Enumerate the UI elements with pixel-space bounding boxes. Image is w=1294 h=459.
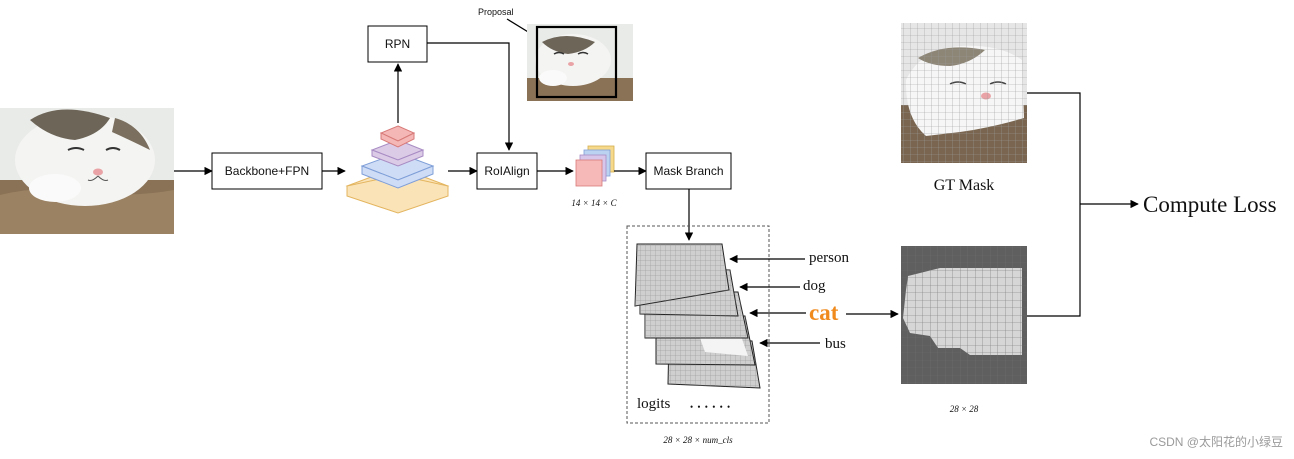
proposal-label: Proposal xyxy=(478,7,514,17)
gt-mask-label: GT Mask xyxy=(934,177,995,194)
compute-loss-label: Compute Loss xyxy=(1143,192,1277,217)
rpn-box: RPN xyxy=(367,25,428,63)
logits-label: logits xyxy=(637,396,671,412)
feature-size-label: 14 × 14 × C xyxy=(571,198,617,208)
class-label-cat: cat xyxy=(809,300,839,325)
roialign-label: RoIAlign xyxy=(484,164,529,178)
logits-container xyxy=(626,225,770,424)
backbone-fpn-box: Backbone+FPN xyxy=(211,152,323,190)
mask-branch-label: Mask Branch xyxy=(653,164,723,178)
watermark: CSDN @太阳花的小绿豆 xyxy=(1149,434,1283,449)
feature-pyramid xyxy=(345,125,450,214)
loss-merge-line xyxy=(1027,92,1081,317)
roi-feature-stack xyxy=(575,145,615,187)
class-label-person: person xyxy=(809,250,849,266)
input-image xyxy=(0,108,174,234)
class-label-dog: dog xyxy=(803,278,826,294)
pred-size-label: 28 × 28 xyxy=(950,404,979,414)
gt-mask-image xyxy=(901,23,1027,163)
mask-logit-planes xyxy=(634,243,761,389)
roialign-box: RoIAlign xyxy=(476,152,538,190)
rpn-label: RPN xyxy=(385,37,410,51)
backbone-label: Backbone+FPN xyxy=(225,164,309,178)
mask-branch-box: Mask Branch xyxy=(645,152,732,190)
class-label-bus: bus xyxy=(825,336,846,352)
output-size-label: 28 × 28 × num_cls xyxy=(663,435,733,445)
arrow-rpn-to-roialign xyxy=(427,42,514,151)
proposal-image xyxy=(527,24,633,101)
logits-ellipsis: • • • • • • xyxy=(690,402,731,412)
pred-mask-image xyxy=(901,246,1027,384)
